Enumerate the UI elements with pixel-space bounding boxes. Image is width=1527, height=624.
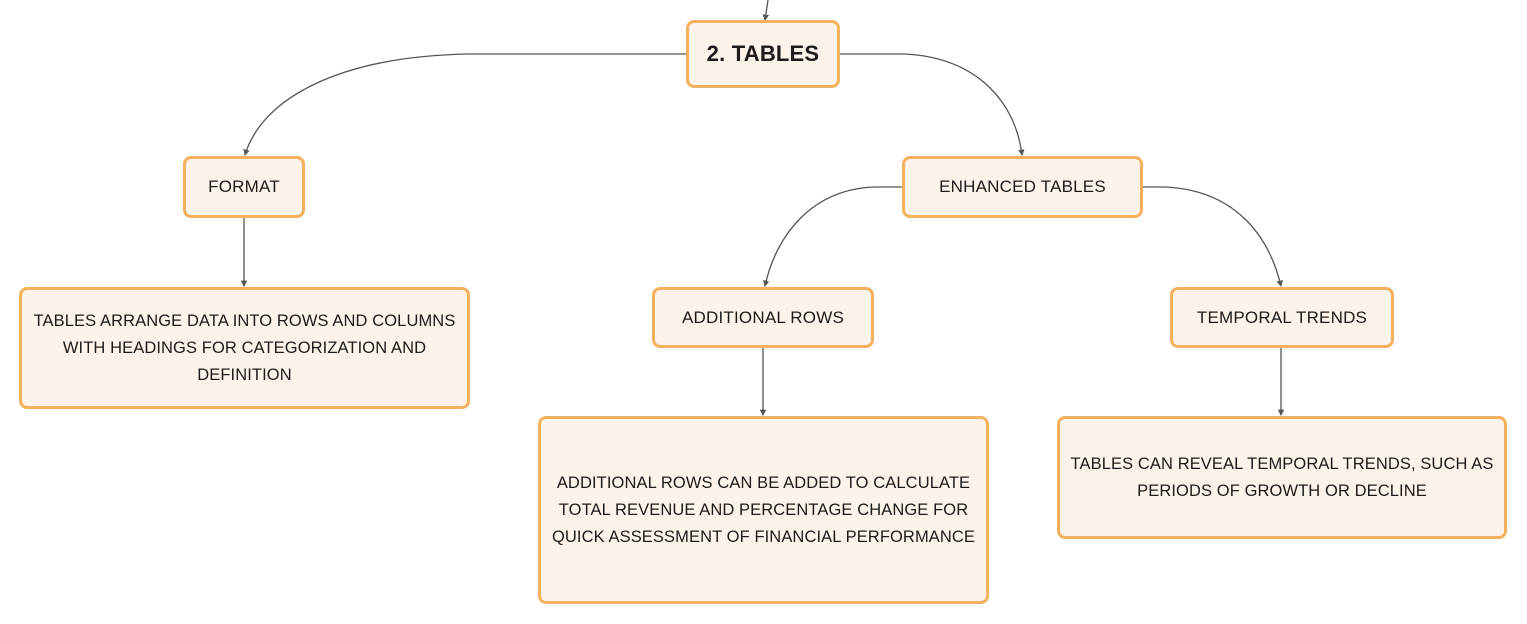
- node-format-detail[interactable]: TABLES ARRANGE DATA INTO ROWS AND COLUMN…: [19, 287, 470, 409]
- node-enhanced-tables-label: ENHANCED TABLES: [939, 177, 1106, 196]
- edge-root-to-enhanced-tables: [840, 53, 1025, 157]
- root-node-tables[interactable]: 2. TABLES: [686, 20, 840, 88]
- node-format[interactable]: FORMAT: [183, 156, 305, 218]
- node-format-label: FORMAT: [208, 177, 280, 196]
- edge-enhanced-tables-to-additional-rows: [762, 186, 902, 288]
- edge-enhanced-tables-to-temporal-trends: [1143, 186, 1283, 288]
- node-temporal-trends-detail-text: TABLES CAN REVEAL TEMPORAL TRENDS, SUCH …: [1070, 454, 1494, 500]
- node-enhanced-tables[interactable]: ENHANCED TABLES: [902, 156, 1143, 218]
- node-temporal-trends-detail[interactable]: TABLES CAN REVEAL TEMPORAL TRENDS, SUCH …: [1057, 416, 1507, 539]
- node-additional-rows-label: ADDITIONAL ROWS: [682, 307, 844, 327]
- node-additional-rows-detail-text: ADDITIONAL ROWS CAN BE ADDED TO CALCULAT…: [551, 473, 976, 546]
- edge-parent-to-root: [762, 0, 770, 22]
- node-temporal-trends[interactable]: TEMPORAL TRENDS: [1170, 287, 1394, 348]
- node-additional-rows-detail[interactable]: ADDITIONAL ROWS CAN BE ADDED TO CALCULAT…: [538, 416, 989, 604]
- node-additional-rows[interactable]: ADDITIONAL ROWS: [652, 287, 874, 348]
- edge-root-to-format: [243, 53, 686, 157]
- node-format-detail-text: TABLES ARRANGE DATA INTO ROWS AND COLUMN…: [33, 311, 456, 384]
- root-node-label: 2. TABLES: [706, 41, 820, 66]
- node-temporal-trends-label: TEMPORAL TRENDS: [1196, 307, 1368, 327]
